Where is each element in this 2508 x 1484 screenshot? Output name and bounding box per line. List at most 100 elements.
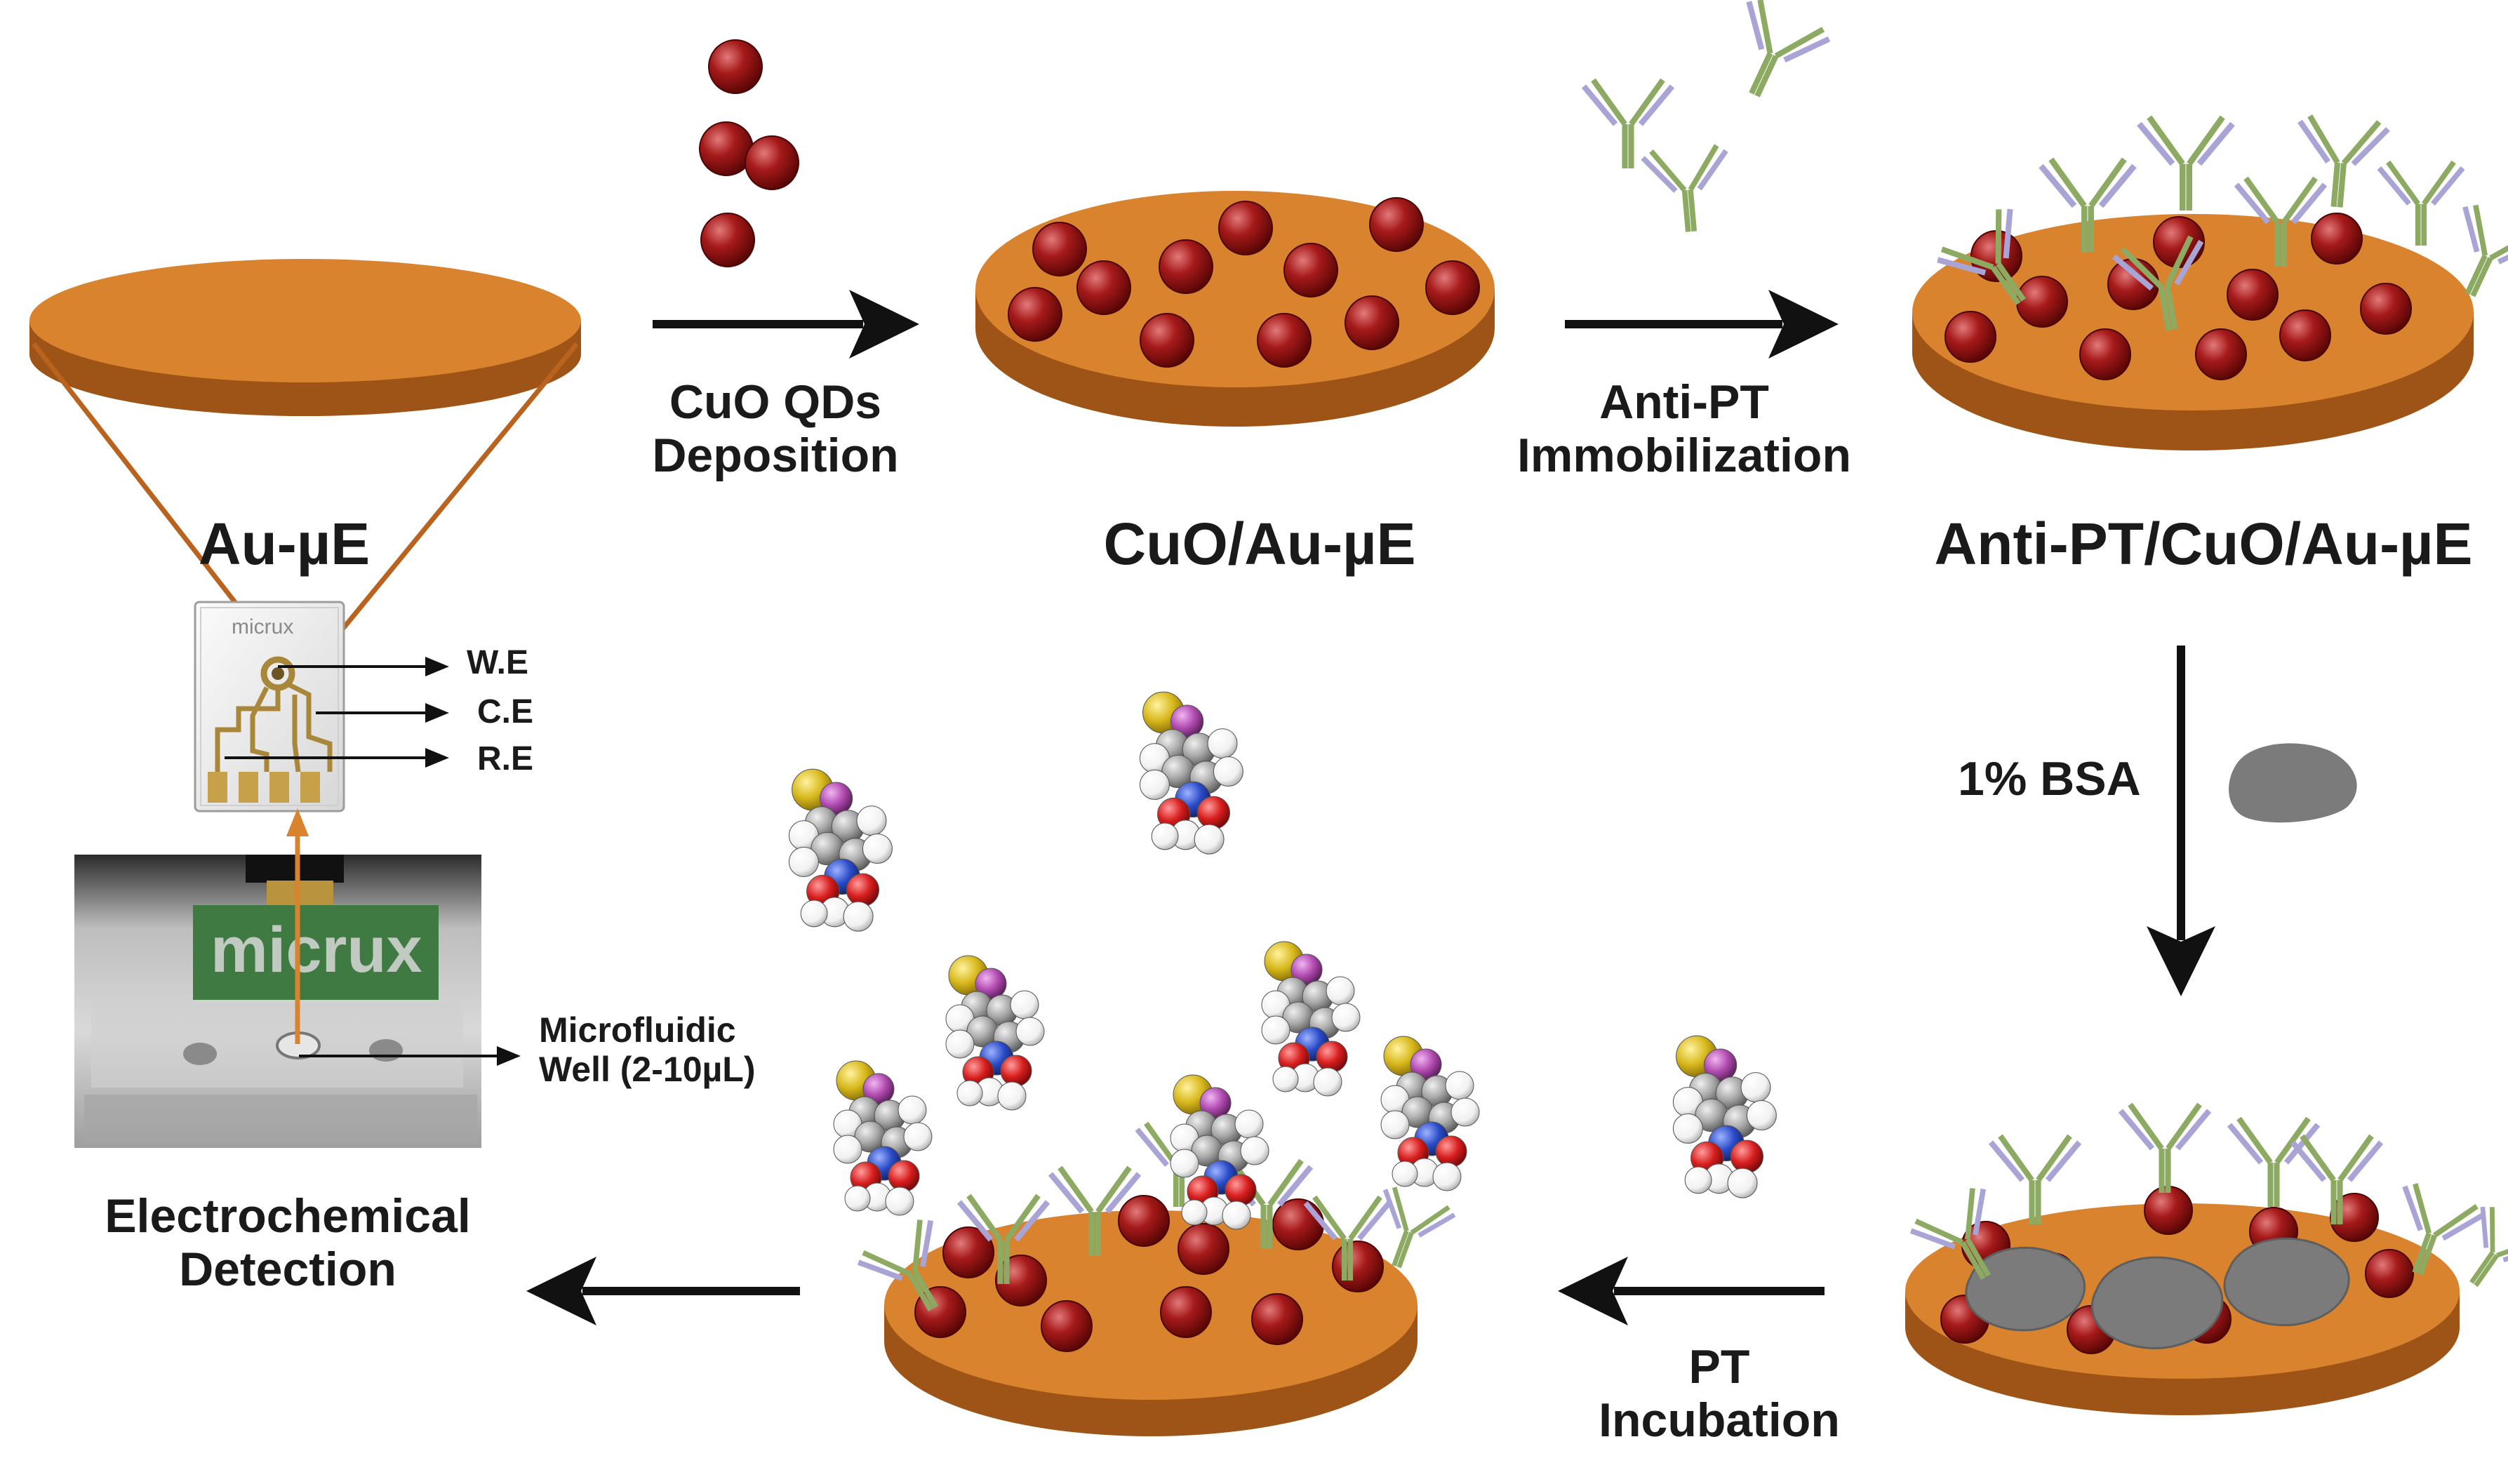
cuo-quantum-dot — [1425, 260, 1480, 315]
anti-pt-antibody — [1382, 1186, 1456, 1269]
cuo-quantum-dot — [1272, 1198, 1324, 1250]
anti-pt-antibody — [2402, 1183, 2485, 1276]
label-immobilization-step: Anti-PT Immobilization — [1488, 375, 1881, 482]
cuo-quantum-dot — [2360, 283, 2412, 335]
anti-pt-antibody — [1048, 1165, 1142, 1256]
pt-molecule — [1139, 691, 1243, 855]
label-blocking-step: 1% BSA — [1958, 752, 2141, 805]
anti-pt-antibody — [2112, 235, 2204, 331]
label-bare-electrode: Au-µE — [198, 511, 371, 577]
cuo-quantum-dot — [1345, 295, 1399, 350]
cuo-quantum-dot — [1076, 260, 1131, 315]
pt-molecule — [945, 955, 1045, 1111]
bsa-protein-icon — [2229, 743, 2357, 823]
pt-molecule — [788, 768, 893, 932]
anti-pt-antibody — [1909, 1188, 1991, 1281]
pt-molecule — [833, 1060, 933, 1216]
arrow-deposition — [653, 290, 919, 359]
cuo-quantum-dot — [1159, 239, 1213, 294]
anti-pt-antibody — [1988, 1134, 2082, 1224]
cuo-quantum-dot — [995, 1255, 1047, 1306]
cuo-quantum-dot — [1251, 1293, 1303, 1345]
immobilization-line-2: Immobilization — [1517, 429, 1851, 483]
cuo-quantum-dot — [1945, 311, 1996, 363]
arrow-detection — [526, 1257, 800, 1325]
bsa-protein — [2223, 1237, 2350, 1327]
cuo-quantum-dot — [2079, 328, 2131, 380]
pt-molecule — [1672, 1035, 1777, 1198]
arrow-blocking — [2147, 646, 2215, 996]
anti-pt-antibody — [2137, 115, 2235, 210]
anti-pt-antibody — [1937, 208, 2027, 305]
anti-pt-antibody — [1746, 0, 1831, 98]
pt-molecule — [1170, 1074, 1269, 1230]
anti-pt-antibody — [2462, 204, 2508, 298]
cuo-quantum-dot — [1118, 1195, 1170, 1247]
pt-molecule — [1380, 1036, 1480, 1191]
label-cuo-electrode: CuO/Au-µE — [1103, 511, 1416, 577]
label-reference-electrode: R.E — [477, 740, 534, 777]
cuo-quantum-dot — [1140, 313, 1194, 368]
cuo-quantum-dot — [2144, 1186, 2193, 1235]
cuo-quantum-dot — [2227, 269, 2279, 321]
anti-pt-antibody — [2377, 160, 2465, 246]
cuo-quantum-dot — [2279, 309, 2331, 361]
label-incubation-step: PT Incubation — [1572, 1340, 1867, 1447]
cuo-quantum-dot — [1178, 1223, 1229, 1275]
label-counter-electrode: C.E — [477, 693, 534, 730]
incubation-line-2: Incubation — [1599, 1393, 1840, 1448]
anti-pt-antibody — [2297, 114, 2390, 208]
cuo-quantum-dot — [2311, 213, 2363, 265]
chip-to-cell-pointer — [286, 808, 309, 1044]
anti-pt-antibody — [2227, 1116, 2321, 1207]
label-detection-step: Electrochemical Detection — [63, 1189, 512, 1296]
cuo-quantum-dot — [2365, 1249, 2414, 1298]
immobilization-line-1: Anti-PT — [1599, 375, 1769, 429]
label-microfluidic-well: Microfluidic Well (2-10µL) — [539, 1010, 756, 1089]
cuo-quantum-dot — [700, 213, 755, 267]
chip-brand: micrux — [232, 615, 293, 639]
bare-gold-disc — [29, 259, 581, 416]
cell-brand: micrux — [211, 914, 422, 986]
cuo-quantum-dot — [1257, 313, 1312, 368]
electrode-pointers — [225, 657, 449, 768]
anti-pt-antibody — [956, 1194, 1050, 1284]
anti-pt-antibody — [2039, 157, 2137, 253]
well-pointer — [299, 1046, 521, 1066]
arrow-immobilization — [1565, 290, 1839, 359]
cuo-quantum-dot — [1332, 1241, 1384, 1292]
bsa-protein — [2090, 1256, 2224, 1349]
anti-pt-antibody — [2469, 1206, 2508, 1288]
anti-pt-antibody — [2234, 176, 2328, 267]
detection-line-1: Electrochemical — [105, 1189, 471, 1243]
deposition-line-1: CuO QDs — [669, 375, 882, 429]
cuo-quantum-dot — [1032, 222, 1087, 276]
cuo-quantum-dot — [1008, 287, 1062, 342]
anti-pt-antibody — [2290, 1134, 2384, 1224]
bsa-protein — [1965, 1246, 2086, 1332]
cuo-quantum-dot — [1218, 201, 1273, 255]
anti-pt-antibody — [857, 1219, 938, 1312]
detection-line-2: Detection — [179, 1243, 396, 1297]
incubation-line-1: PT — [1688, 1340, 1750, 1393]
cuo-quantum-dot — [1041, 1300, 1093, 1352]
anti-pt-antibody — [2118, 1102, 2212, 1193]
cuo-quantum-dot — [942, 1226, 994, 1278]
arrow-incubation — [1558, 1257, 1825, 1325]
label-antipt-electrode: Anti-PT/CuO/Au-µE — [1934, 511, 2473, 577]
cuo-quantum-dot — [745, 135, 799, 190]
sensor-chip: micrux — [194, 601, 345, 813]
well-line-1: Microfluidic — [539, 1010, 736, 1050]
label-working-electrode: W.E — [467, 644, 529, 681]
anti-pt-antibody — [1581, 78, 1675, 168]
label-deposition-step: CuO QDs Deposition — [628, 375, 923, 482]
deposition-line-2: Deposition — [652, 429, 899, 483]
cuo-quantum-dot — [2016, 276, 2068, 328]
cuo-quantum-dot — [708, 39, 763, 94]
cuo-quantum-dot — [1369, 197, 1424, 252]
cuo-quantum-dot — [1283, 243, 1338, 298]
microfluidic-cell: micrux — [74, 855, 481, 1148]
well-line-2: Well (2-10µL) — [539, 1050, 756, 1089]
anti-pt-antibody — [1641, 144, 1728, 232]
